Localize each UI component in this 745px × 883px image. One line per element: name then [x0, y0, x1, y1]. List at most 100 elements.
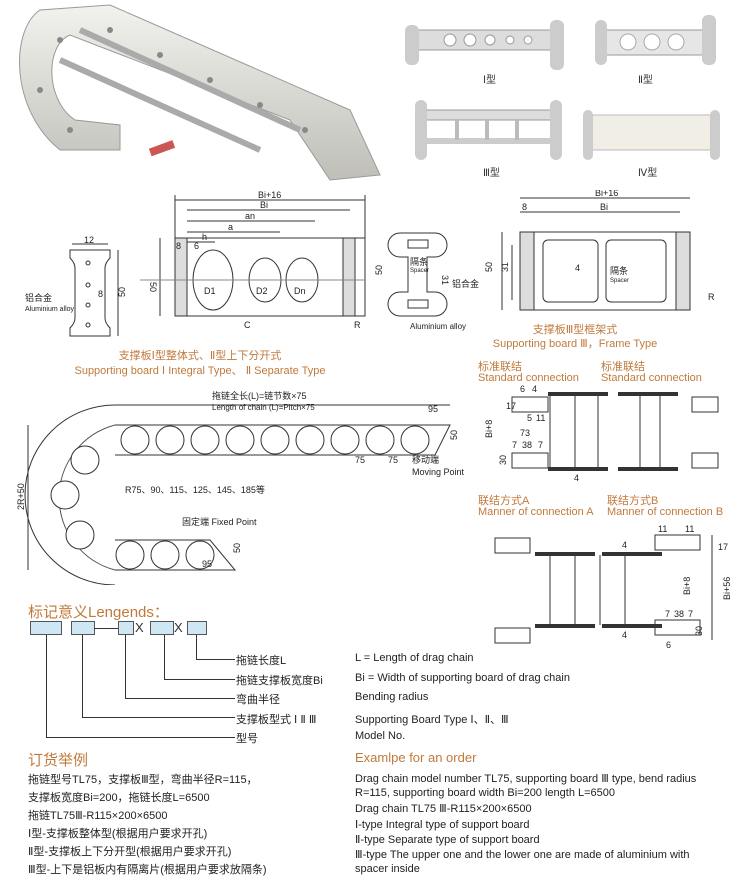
- dimension-label: Bi+56: [722, 577, 732, 600]
- dimension-label: 4: [622, 630, 627, 640]
- dimension-label: 95: [202, 559, 212, 569]
- dimension-label: 6: [520, 384, 525, 394]
- dimension-label: 11: [536, 413, 545, 423]
- dimension-label: 移动端: [412, 454, 439, 465]
- order-en-line: spacer inside: [355, 863, 420, 875]
- order-en-line: Drag chain TL75 Ⅲ-R115×200×6500: [355, 803, 532, 815]
- dimension-label: 17: [506, 401, 516, 411]
- spacer-section-drawing: 50 隔条 Spacer 31 铝合金 Aluminium alloy: [374, 232, 479, 331]
- conn-a-cn: 联结方式A: [478, 495, 530, 507]
- dimension-label: 8: [176, 241, 181, 251]
- dimension-label: R: [354, 320, 361, 330]
- dimension-label: 6: [666, 640, 671, 650]
- order-en-title: Examlpe for an order: [355, 750, 477, 765]
- legend-cn-length: 拖链长度L: [236, 655, 287, 667]
- dimension-label: 95: [428, 404, 438, 414]
- dimension-label: 17: [718, 542, 728, 552]
- dimension-label: an: [245, 211, 255, 221]
- dimension-label: 11: [658, 524, 667, 534]
- type-4-label: Ⅳ型: [638, 168, 658, 179]
- dimension-label: D2: [256, 286, 268, 296]
- dimension-label: 31: [440, 275, 450, 285]
- dimension-label: 50: [484, 262, 494, 272]
- order-cn-line: Ⅲ型-上下是铝板内有隔离片(根据用户要求放隔条): [28, 864, 267, 876]
- dimension-label: 50: [148, 282, 158, 292]
- dimension-label: Moving Point: [412, 467, 465, 477]
- code-box-type: [71, 621, 95, 635]
- leader-line: [46, 635, 235, 738]
- dimension-label: 4: [574, 473, 579, 483]
- order-cn-line: 拖链型号TL75，支撑板Ⅲ型，弯曲半径R=115，: [28, 774, 258, 786]
- leader-line: [164, 635, 235, 680]
- spacer-material-en: Aluminium alloy: [410, 322, 466, 331]
- dimension-label: Dn: [294, 286, 306, 296]
- leader-line: [125, 635, 235, 699]
- std-conn-left-en: Standard connection: [478, 372, 579, 384]
- chain-links: [50, 425, 430, 570]
- dimension-label: 4: [575, 263, 580, 273]
- legend-cn-model: 型号: [236, 733, 258, 745]
- legend-en-type: Supporting Board Type Ⅰ、Ⅱ、Ⅲ: [355, 714, 509, 726]
- dimension-label: 11: [685, 524, 694, 534]
- order-cn-line: Ⅱ型-支撑板上下分开型(根据用户要求开孔): [28, 846, 232, 858]
- frame-board-drawing: Bi+16 8 Bi 31 50 4 隔条 Spacer R: [484, 190, 715, 311]
- code-x-2: X: [174, 620, 183, 635]
- dimension-label: Bi+8: [682, 577, 692, 595]
- chain-side-drawing: 拖链全长(L)=链节数×75 Length of chain (L)=Pitch…: [16, 390, 465, 585]
- dimension-label: 30: [694, 626, 704, 636]
- board-profile-drawing: 12 8 50 铝合金 Aluminium alloy: [25, 235, 127, 337]
- type-4-photo: [583, 110, 720, 160]
- legend-en-radius: Bending radius: [355, 691, 429, 703]
- integral-board-caption-en: Supporting board Ⅰ Integral Type、 Ⅱ Sepa…: [74, 365, 326, 377]
- std-conn-left-cn: 标准联结: [478, 361, 522, 373]
- dimension-label: C: [244, 320, 251, 330]
- code-x-1: X: [135, 620, 144, 635]
- frame-board-caption-en: Supporting board Ⅲ，Frame Type: [492, 338, 658, 350]
- dimension-label: Bi: [260, 200, 268, 210]
- dimension-label: 50: [117, 287, 127, 297]
- code-box-model: [30, 621, 62, 635]
- dimension-label: 铝合金: [25, 292, 52, 303]
- code-box-radius: [118, 621, 134, 635]
- dimension-label: Bi: [600, 202, 608, 212]
- std-conn-right-en: Standard connection: [601, 372, 702, 384]
- order-cn-line: 拖链TL75Ⅲ-R115×200×6500: [28, 810, 168, 822]
- dimension-label: 2R+50: [16, 483, 26, 510]
- dimension-label: 7: [665, 609, 670, 619]
- leader-line: [82, 635, 235, 718]
- dimension-label: 隔条: [610, 265, 628, 276]
- legend-en-width: Bi = Width of supporting board of drag c…: [355, 672, 570, 684]
- dimension-label: 固定端 Fixed Point: [182, 516, 257, 527]
- dimension-label: 4: [532, 384, 537, 394]
- dimension-label: D1: [204, 286, 216, 296]
- conn-a-en: Manner of connection A: [478, 506, 594, 518]
- dimension-label: Bi+16: [595, 190, 618, 198]
- order-en-line: Ⅲ-type The upper one and the lower one a…: [355, 849, 690, 861]
- dimension-label: 隔条: [410, 256, 428, 267]
- standard-connection-drawing: 6 4 17 5 11 Bi+8 73 7 38 7 30 4: [484, 384, 719, 483]
- dimension-label: R75、90、115、125、145、185等: [125, 484, 265, 495]
- legend-en-length: L = Length of drag chain: [355, 652, 474, 664]
- order-en-line: Ⅱ-type Separate type of support board: [355, 834, 540, 846]
- dimension-label: 4: [622, 540, 627, 550]
- order-en-line: Ⅰ-type Integral type of support board: [355, 819, 530, 831]
- order-cn-title: 订货举例: [28, 752, 89, 769]
- legends-title: 标记意义Lengends：: [28, 604, 169, 621]
- connection-manner-drawing: 11 11 17 4 Bi+8 Bi+56 7 38 7 30 6 4: [494, 524, 732, 650]
- dimension-label: 50: [232, 543, 242, 553]
- dimension-label: 6: [194, 241, 199, 251]
- dimension-label: Bi+16: [258, 190, 281, 200]
- dimension-label: 8: [98, 289, 103, 299]
- dimension-label: 75: [355, 455, 365, 465]
- dimension-label: 铝合金: [452, 278, 479, 289]
- dimension-label: Length of chain (L)=Pitch×75: [212, 403, 315, 412]
- order-en-line: R=115, supporting board width Bi=200 len…: [355, 787, 616, 799]
- dimension-label: 50: [449, 430, 459, 440]
- type-3-label: Ⅲ型: [483, 168, 500, 179]
- type-2-photo: [595, 15, 716, 65]
- legend-cn-radius: 弯曲半径: [236, 694, 280, 706]
- conn-b-en: Manner of connection B: [607, 506, 724, 518]
- type-2-label: Ⅱ型: [638, 75, 653, 86]
- integral-board-drawing: Bi+16 Bi an a h 8 6 50 D1 D2 Dn C R: [140, 190, 366, 330]
